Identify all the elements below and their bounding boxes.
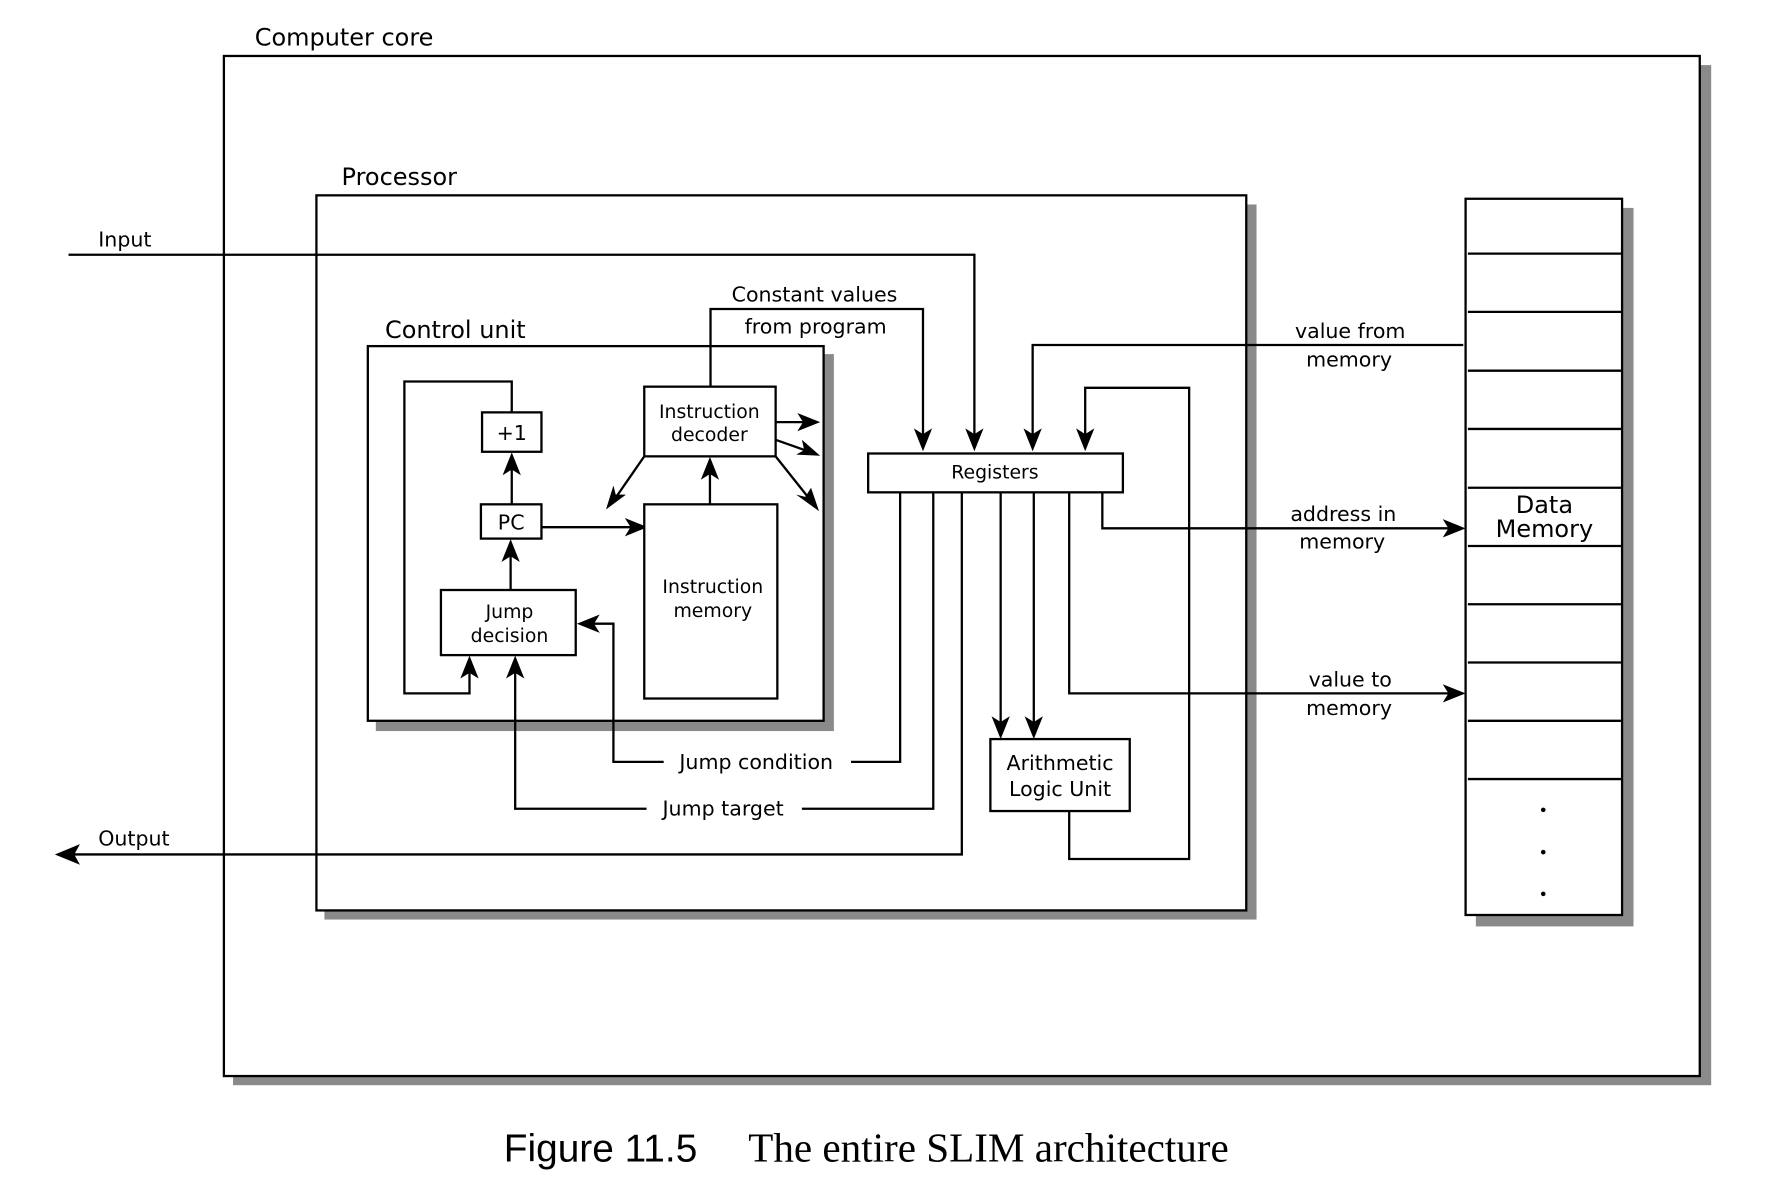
memory-ellipsis-dot [1540,807,1546,813]
registers-box [867,452,1125,494]
arrowhead-up [502,452,521,476]
arrowhead-diag [796,487,820,512]
decoder-control-outputs [605,412,821,512]
value-from-memory-wire [1031,343,1464,444]
figure-number: Figure 11.5 [504,1128,698,1171]
arrowhead-up [700,456,720,480]
alu-label-line1: Arithmetic [1007,751,1114,775]
arrowhead-down [1076,428,1095,452]
output-wire [63,492,963,856]
increment-box [480,411,543,453]
data-memory: Data Memory [1464,197,1634,927]
input-label: Input [98,228,151,252]
value-to-memory-label-line2: memory [1306,696,1392,720]
arrowhead-down [965,428,984,452]
input-signal: Input [68,228,984,452]
value-to-memory-label-line1: value to [1309,668,1392,692]
registers-label: Registers [951,463,1038,484]
data-memory-label-line2: Memory [1496,515,1593,543]
increment-loop-wire [403,380,513,695]
figure-title: The entire SLIM architecture [748,1125,1229,1171]
processor-label: Processor [342,163,458,191]
alu: Arithmetic Logic Unit [989,737,1131,813]
arrowhead-left [576,614,600,633]
address-in-memory-signal: address in memory [1101,492,1466,553]
jump-decision: Jump decision [439,588,577,657]
instruction-memory: Instruction memory [643,503,779,700]
registers-to-alu [991,492,1043,740]
instruction-decoder: Instruction decoder [643,385,777,458]
arrowhead-down [913,428,933,452]
jump-decision-label-line1: Jump [485,602,534,623]
instruction-decoder-box [643,385,777,458]
data-memory-box [1464,197,1624,917]
output-signal: Output [54,492,963,865]
jump-target-wire-right [801,492,935,810]
arrowhead-diag [605,485,626,510]
data-memory-rows [1467,252,1621,781]
constant-values-label-line1: Constant values [732,283,898,307]
arrowhead-diag [796,439,821,456]
arrowhead-up [501,539,520,563]
figure-caption: Figure 11.5 The entire SLIM architecture [504,1125,1229,1171]
address-wire [1101,492,1457,530]
pc-to-instruction-memory [541,518,648,537]
jump-condition-label: Jump condition [677,750,833,774]
value-from-memory-label-line2: memory [1306,348,1392,372]
jump-to-pc [501,539,520,590]
alu-result-wire [1068,386,1191,861]
registers: Registers [867,452,1125,494]
arrowhead-up [460,655,479,679]
jump-condition-wire-right [851,492,902,764]
computer-core-label: Computer core [255,24,434,52]
constant-values-wire [709,307,925,444]
instruction-memory-box [643,503,779,700]
instruction-memory-label-line1: Instruction [662,577,763,598]
data-memory-label-line1: Data [1516,491,1573,519]
jump-decision-box [439,588,577,657]
alu-result-signal [1068,386,1191,861]
program-counter: PC [479,503,543,540]
output-label: Output [98,826,169,850]
increment-label: +1 [497,421,527,445]
address-label-line2: memory [1299,529,1385,553]
arrowhead-right [624,518,648,537]
pc-label: PC [498,510,525,534]
pc-to-increment [502,452,521,504]
jump-condition-signal: Jump condition [576,492,902,774]
pc-box [479,503,543,540]
arrowhead-down [1024,716,1043,740]
im-to-decoder [700,456,720,504]
jump-target-wire-left [514,664,647,810]
value-to-memory-signal: value to memory [1068,492,1466,720]
memory-ellipsis-dot [1540,891,1546,897]
alu-box [989,737,1131,813]
constant-values-label-line2: from program [745,315,887,339]
arrowhead-right [1442,519,1466,538]
instruction-memory-label-line2: memory [673,601,752,622]
jump-target-label: Jump target [661,797,784,821]
input-wire [68,253,976,444]
value-to-memory-wire [1068,492,1457,695]
control-unit-label: Control unit [385,316,526,344]
increment-unit: +1 [480,411,543,453]
jump-condition-wire-left [588,622,664,764]
arrowhead-left [54,844,80,865]
arrowhead-down [991,716,1010,740]
memory-ellipsis-dot [1540,849,1546,855]
constant-values-signal: Constant values from program [709,283,933,452]
arrowhead-down [1023,428,1042,452]
value-from-memory-label-line1: value from [1295,319,1405,343]
arrowhead-right [1442,684,1466,703]
jump-target-signal: Jump target [506,492,935,821]
address-label-line1: address in [1290,502,1396,526]
alu-label-line2: Logic Unit [1009,777,1111,801]
pc-increment-loop [403,380,513,695]
arrowhead-right [797,412,821,432]
arrowhead-up [506,655,525,679]
value-from-memory-signal: value from memory [1023,319,1464,452]
instruction-decoder-label-line2: decoder [671,425,748,446]
instruction-decoder-label-line1: Instruction [659,402,760,423]
jump-decision-label-line2: decision [471,626,549,647]
